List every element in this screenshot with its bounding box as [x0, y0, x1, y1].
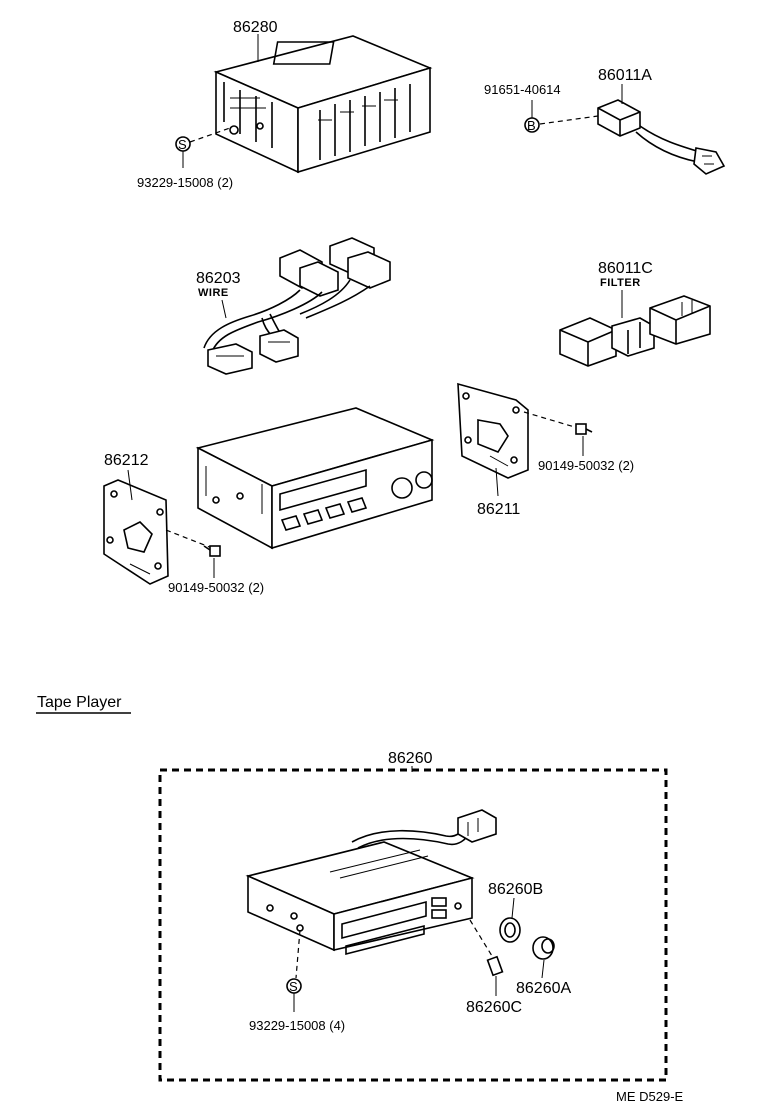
label-86011A: 86011A: [598, 67, 652, 84]
tape-player-unit: [245, 809, 497, 956]
label-86280: 86280: [233, 19, 278, 36]
footer-code: ME D529-E: [616, 1089, 684, 1104]
label-86011C: 86011C: [598, 260, 653, 277]
wire-86203: [203, 237, 391, 375]
screw-right: [575, 423, 593, 435]
bracket-86211: [457, 382, 529, 479]
tape-player-assembly-box: [158, 768, 668, 1082]
knob-86260A: [532, 936, 555, 960]
label-86260: 86260: [388, 750, 433, 767]
harness-86011A: [597, 99, 726, 175]
radio-unit-86280: [213, 35, 433, 174]
s-symbol-top: S: [178, 137, 187, 152]
knob-ring-86260B: [499, 917, 521, 943]
s-symbol-bottom: S: [289, 979, 298, 994]
bracket-86212: [103, 479, 169, 585]
section-title-tape-player: Tape Player: [37, 694, 122, 711]
label-86260A: 86260A: [516, 980, 571, 997]
b-symbol: B: [527, 118, 536, 133]
label-filter: FILTER: [600, 277, 641, 289]
radio-unit-middle: [195, 407, 435, 550]
label-86260B: 86260B: [488, 881, 543, 898]
label-wire: WIRE: [198, 287, 229, 299]
label-86211: 86211: [477, 501, 520, 518]
label-93229-bottom: 93229-15008 (4): [249, 1018, 345, 1033]
label-86260C: 86260C: [466, 999, 522, 1016]
label-86203: 86203: [196, 270, 241, 287]
label-91651: 91651-40614: [484, 82, 561, 97]
label-86212: 86212: [104, 452, 149, 469]
label-90149-left: 90149-50032 (2): [168, 580, 264, 595]
filter-86011C: [559, 295, 711, 367]
bulb-86260C: [486, 955, 504, 977]
label-90149-right: 90149-50032 (2): [538, 458, 634, 473]
label-93229-top: 93229-15008 (2): [137, 175, 233, 190]
screw-left: [203, 545, 221, 557]
